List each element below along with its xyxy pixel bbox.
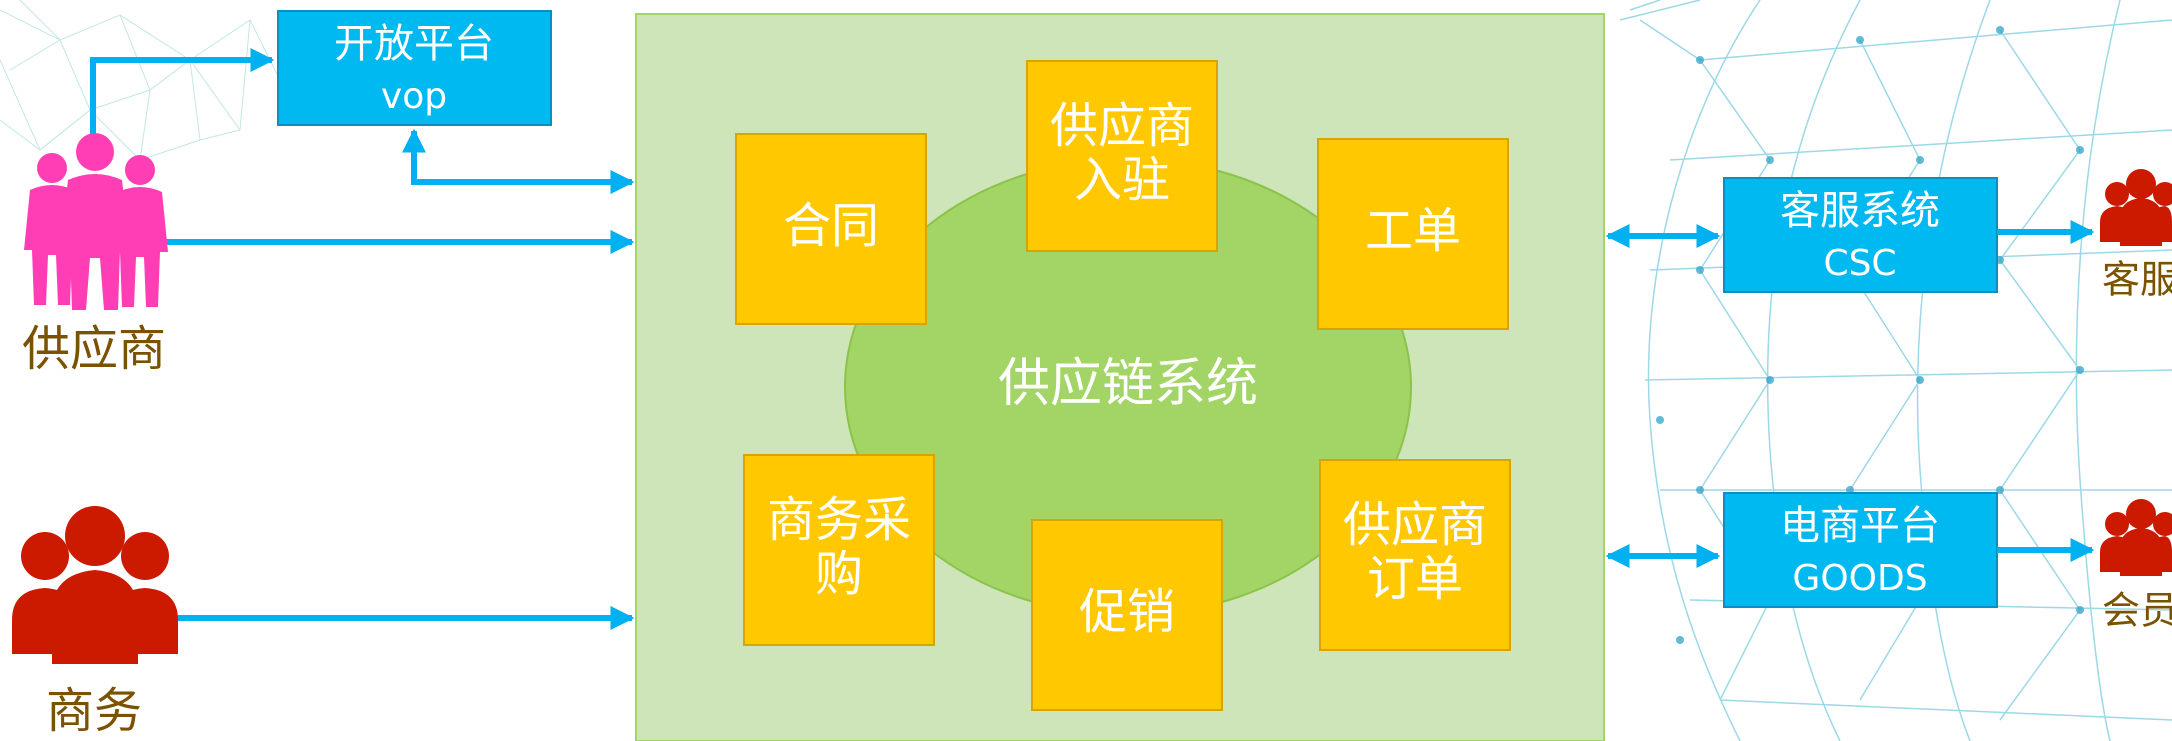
supply-chain-center-label: 供应链系统 — [998, 354, 1258, 414]
module-label-line: 合同 — [783, 198, 879, 254]
business-people-icon — [12, 506, 178, 664]
module-label-line: 订单 — [1367, 551, 1463, 607]
module-business-purchase-label: 商务采购 — [767, 492, 911, 602]
module-label-line: 供应商 — [1343, 497, 1487, 553]
supplier-people-icon — [24, 133, 168, 310]
csc-system-title: 客服系统 — [1780, 188, 1940, 234]
module-contract[interactable]: 合同 — [735, 133, 927, 325]
module-contract-label: 合同 — [783, 198, 879, 254]
goods-platform-code: GOODS — [1792, 558, 1927, 599]
member-actor-label: 会员 — [2102, 589, 2172, 633]
supplier-actor-label: 供应商 — [22, 321, 166, 377]
open-platform-box[interactable]: 开放平台 vop — [277, 10, 552, 126]
module-business-purchase[interactable]: 商务采购 — [743, 454, 935, 646]
globe-mesh-decoration — [1619, 0, 2172, 741]
module-label-line: 购 — [815, 546, 863, 602]
module-supplier-onboarding[interactable]: 供应商入驻 — [1026, 60, 1218, 252]
module-promotion[interactable]: 促销 — [1031, 519, 1223, 711]
network-mesh-top-left-decoration — [0, 0, 281, 161]
open-platform-title: 开放平台 — [334, 21, 494, 67]
arrow-open-platform-to-supply-chain — [402, 128, 635, 194]
module-label-line: 工单 — [1365, 203, 1461, 259]
module-label-line: 促销 — [1079, 584, 1175, 640]
module-label-line: 入驻 — [1074, 152, 1170, 208]
module-supplier-onboarding-label: 供应商入驻 — [1050, 98, 1194, 208]
csc-system-code: CSC — [1823, 243, 1896, 284]
customer-service-people-icon — [2100, 169, 2172, 246]
module-work-order[interactable]: 工单 — [1317, 138, 1509, 330]
member-people-icon — [2100, 499, 2172, 576]
module-label-line: 供应商 — [1050, 98, 1194, 154]
goods-platform-title: 电商平台 — [1780, 503, 1940, 549]
module-supplier-order[interactable]: 供应商订单 — [1319, 459, 1511, 651]
connector-arrows — [90, 48, 2095, 630]
module-promotion-label: 促销 — [1079, 584, 1175, 640]
arrow-supplier-to-open-platform — [90, 48, 275, 140]
open-platform-code: vop — [381, 76, 447, 117]
business-actor-label: 商务 — [46, 683, 142, 739]
customer-service-actor-label: 客服 — [2102, 258, 2172, 302]
module-label-line: 商务采 — [767, 492, 911, 548]
csc-system-box[interactable]: 客服系统 CSC — [1723, 177, 1998, 293]
goods-platform-box[interactable]: 电商平台 GOODS — [1723, 492, 1998, 608]
module-work-order-label: 工单 — [1365, 203, 1461, 259]
module-supplier-order-label: 供应商订单 — [1343, 497, 1487, 607]
